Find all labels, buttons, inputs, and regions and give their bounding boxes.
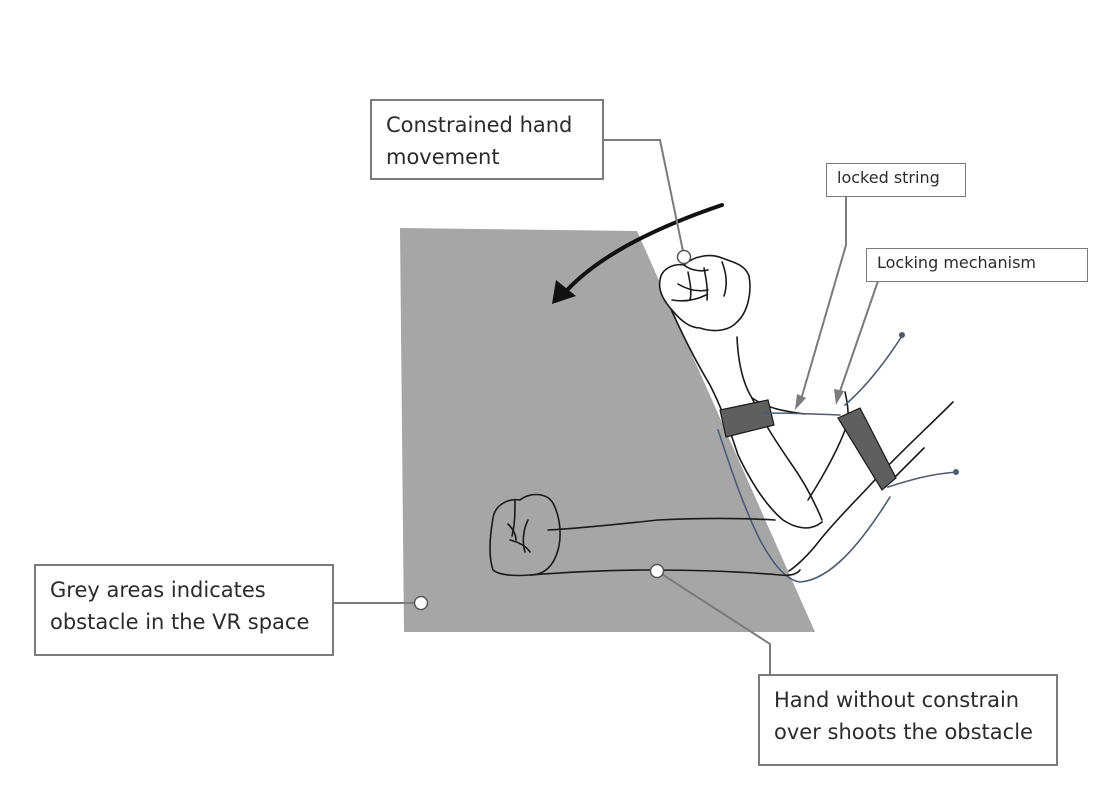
- horizontal-forearm: [529, 517, 801, 577]
- callout-hand-without-constrain: Hand without constrain over shoots the o…: [758, 674, 1058, 766]
- horizontal-fist: [489, 493, 561, 577]
- upper-arm-band: [837, 407, 897, 491]
- constrained-hand-dot: [676, 249, 692, 265]
- upper-arm-sketch: [788, 391, 954, 572]
- string-end-top: [899, 332, 905, 338]
- string-end-right: [953, 469, 959, 475]
- raised-fist: [658, 254, 751, 332]
- forearm-band: [719, 399, 775, 438]
- callout-locked-string: locked string: [826, 163, 966, 197]
- callout-locking-mechanism: Locking mechanism: [866, 248, 1088, 282]
- leader-lines: [334, 139, 879, 675]
- locking-mechanism-arrowhead: [834, 389, 844, 405]
- locked-string-arrowhead: [795, 394, 806, 410]
- movement-arrow: [552, 203, 724, 304]
- callout-grey-areas: Grey areas indicates obstacle in the VR …: [34, 564, 334, 656]
- obstacle-area: [400, 228, 815, 632]
- obstacle-dot: [413, 595, 429, 611]
- callout-constrained-hand: Constrained hand movement: [370, 99, 604, 180]
- locking-strings: [717, 335, 958, 583]
- overshoot-hand-dot: [649, 563, 665, 579]
